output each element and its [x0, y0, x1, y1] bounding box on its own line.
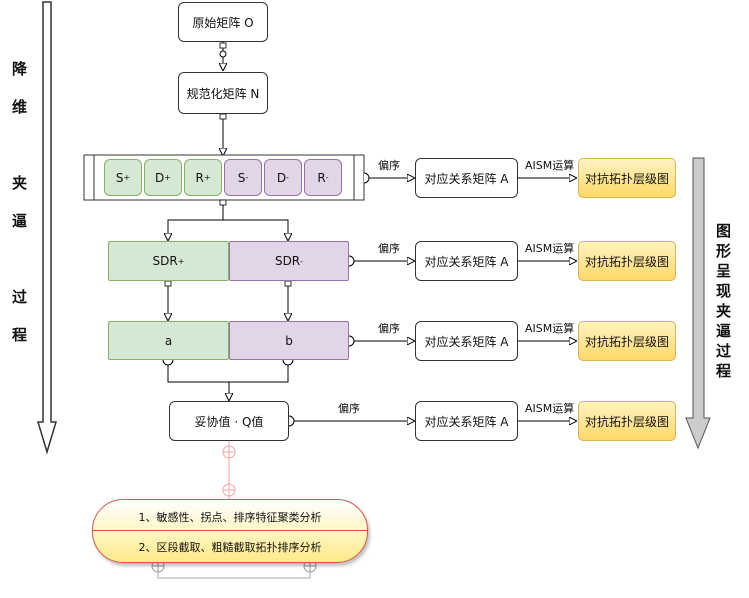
normalized-matrix-node[interactable]: 规范化矩阵 N: [178, 72, 268, 114]
r-minus-cell[interactable]: R-: [304, 159, 342, 196]
right-label-char: 逼: [716, 322, 732, 340]
topology-graph-label: 对抗拓扑层级图: [584, 334, 669, 349]
d-plus-label: D: [155, 170, 165, 185]
relation-matrix-label: 对应关系矩阵 A: [424, 334, 509, 349]
aism-op-label: AISM运算: [525, 402, 575, 415]
q-value-label: 妥协值 · Q值: [194, 414, 264, 429]
sdr-minus-node[interactable]: SDR-: [229, 241, 349, 281]
sdr-plus-label: SDR: [152, 254, 178, 268]
r-minus-label: R: [317, 170, 326, 185]
left-label-char: 维: [12, 98, 28, 116]
d-minus-label: D: [276, 170, 287, 185]
original-matrix-label: 原始矩阵 O: [192, 15, 254, 30]
left-label-char: 逼: [12, 212, 28, 230]
s-minus-cell[interactable]: S-: [224, 159, 262, 196]
relation-matrix-node[interactable]: 对应关系矩阵 A: [415, 321, 518, 361]
sdr-plus-node[interactable]: SDR+: [108, 241, 229, 281]
right-label-char: 现: [716, 282, 732, 300]
d-plus-cell[interactable]: D+: [144, 159, 182, 196]
topology-graph-node[interactable]: 对抗拓扑层级图: [578, 321, 676, 361]
partial-order-label: 偏序: [378, 242, 400, 255]
b-label: b: [285, 333, 293, 348]
r-plus-label: R: [195, 170, 204, 185]
right-label-char: 形: [716, 242, 732, 260]
left-label-char: 程: [12, 326, 28, 344]
aism-op-label: AISM运算: [525, 242, 575, 255]
plus-superscript: +: [164, 173, 171, 182]
right-hollow-arrow: [685, 157, 711, 450]
plus-superscript: +: [203, 173, 211, 182]
minus-superscript: -: [300, 256, 304, 266]
relation-matrix-node[interactable]: 对应关系矩阵 A: [415, 241, 518, 281]
topology-graph-node[interactable]: 对抗拓扑层级图: [578, 158, 676, 198]
s-plus-cell[interactable]: S+: [104, 159, 142, 196]
s-minus-label: S: [237, 170, 246, 185]
d-minus-cell[interactable]: D-: [264, 159, 302, 196]
relation-matrix-label: 对应关系矩阵 A: [424, 254, 509, 269]
left-label-char: 降: [12, 60, 28, 78]
right-label-char: 呈: [716, 262, 732, 280]
analysis-oval[interactable]: 1、敏感性、拐点、排序特征聚类分析 2、区段截取、粗糙截取拓扑排序分析: [92, 499, 368, 563]
minus-superscript: -: [325, 173, 329, 182]
sdr-minus-label: SDR: [274, 254, 301, 268]
left-label-char: 过: [12, 288, 28, 306]
right-label-char: 程: [716, 362, 732, 380]
aism-op-label: AISM运算: [525, 159, 575, 172]
a-label: a: [164, 333, 173, 348]
q-value-node[interactable]: 妥协值 · Q值: [169, 401, 289, 441]
original-matrix-node[interactable]: 原始矩阵 O: [178, 2, 268, 42]
minus-superscript: -: [245, 173, 249, 182]
right-label-char: 过: [716, 342, 732, 360]
topology-graph-label: 对抗拓扑层级图: [584, 171, 669, 186]
left-label-char: 夹: [12, 174, 28, 192]
aism-op-label: AISM运算: [525, 322, 575, 335]
relation-matrix-label: 对应关系矩阵 A: [424, 171, 509, 186]
plus-superscript: +: [177, 256, 185, 266]
right-label-char: 夹: [716, 302, 732, 320]
r-plus-cell[interactable]: R+: [184, 159, 222, 196]
right-label-char: 图: [716, 222, 732, 240]
analysis-divider: [93, 530, 367, 531]
relation-matrix-node[interactable]: 对应关系矩阵 A: [415, 401, 518, 441]
analysis-line-1: 1、敏感性、拐点、排序特征聚类分析: [138, 511, 322, 524]
relation-matrix-node[interactable]: 对应关系矩阵 A: [415, 158, 518, 198]
b-node[interactable]: b: [229, 321, 349, 360]
normalized-matrix-label: 规范化矩阵 N: [186, 86, 260, 101]
a-node[interactable]: a: [108, 321, 229, 360]
relation-matrix-label: 对应关系矩阵 A: [424, 414, 509, 429]
left-hollow-arrow: [36, 1, 58, 455]
partial-order-label: 偏序: [378, 322, 400, 335]
topology-graph-label: 对抗拓扑层级图: [584, 414, 669, 429]
minus-superscript: -: [286, 173, 290, 182]
partial-order-label: 偏序: [378, 159, 400, 172]
topology-graph-node[interactable]: 对抗拓扑层级图: [578, 241, 676, 281]
analysis-line-2: 2、区段截取、粗糙截取拓扑排序分析: [138, 541, 322, 554]
plus-superscript: +: [123, 173, 131, 182]
s-plus-label: S: [115, 170, 124, 185]
partial-order-label: 偏序: [338, 402, 360, 415]
topology-graph-label: 对抗拓扑层级图: [584, 254, 669, 269]
topology-graph-node[interactable]: 对抗拓扑层级图: [578, 401, 676, 441]
